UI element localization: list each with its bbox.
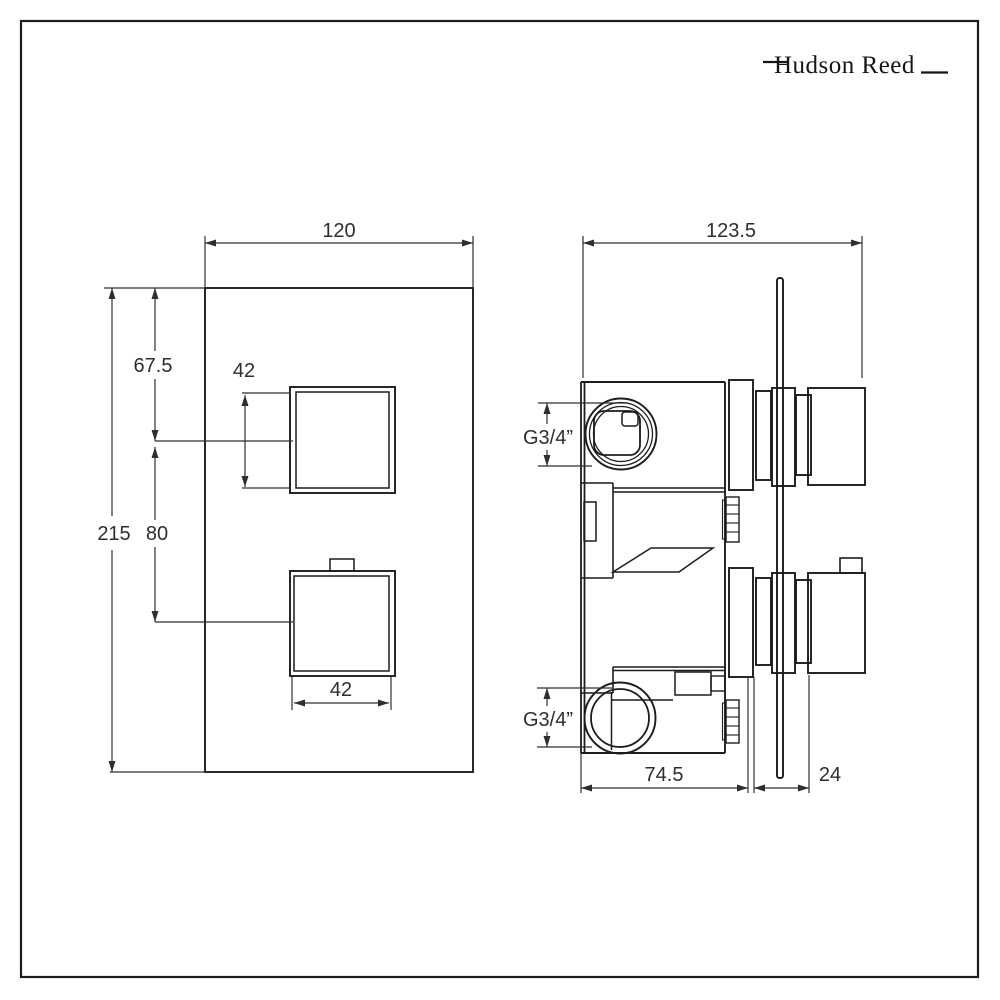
bottom-inlet-inner-ring	[590, 688, 650, 748]
connector-body	[725, 699, 740, 744]
top-handle-front-outer	[289, 386, 396, 494]
dim-label-plate-width: 120	[322, 220, 355, 242]
front-view-dimensions	[104, 236, 474, 773]
top-handle-side	[807, 387, 866, 486]
dim-label-bottom-handle-size: 42	[330, 679, 352, 701]
dim-label-top-inlet-thread: G3/4”	[523, 427, 573, 449]
top-cartridge-stem	[755, 390, 772, 481]
dim-label-body-depth: 74.5	[645, 764, 684, 786]
top-handle-stem	[795, 394, 812, 476]
dim-label-handle-depth: 24	[819, 764, 841, 786]
bottom-handle-side-tab	[839, 557, 863, 574]
bottom-cartridge-stem	[755, 577, 772, 666]
front-view	[204, 287, 474, 773]
top-inlet-port	[584, 397, 658, 471]
internal-block	[710, 675, 726, 692]
bottom-handle-front-inner	[293, 575, 390, 672]
front-view-labels: 120 215 67.5 80 42 42	[97, 220, 355, 701]
section-cut-parallelogram	[610, 547, 716, 573]
logo-text: Hudson Reed	[774, 52, 915, 79]
brand-logo: Hudson Reed	[763, 52, 948, 79]
dim-label-top-handle-size: 42	[233, 360, 255, 382]
ribbed-connector-bottom	[721, 699, 740, 744]
bottom-handle-stem	[795, 579, 812, 664]
connector-body	[725, 496, 740, 543]
dim-label-top-offset: 67.5	[134, 355, 173, 377]
dim-label-handle-spacing: 80	[146, 523, 168, 545]
bottom-handle-side	[807, 572, 866, 674]
top-cartridge-assembly	[728, 379, 866, 491]
dim-label-total-depth: 123.5	[706, 220, 756, 242]
bottom-handle-front-tab	[329, 558, 355, 572]
wall-plate-edge	[776, 277, 784, 779]
top-inlet-key-notch	[621, 411, 639, 427]
dim-label-plate-height: 215	[97, 523, 130, 545]
ribbed-connector-mid	[721, 496, 740, 543]
side-view-dimensions	[537, 236, 863, 793]
top-inlet-outer-ring	[584, 397, 658, 471]
bracket-tab	[583, 501, 597, 542]
valve-plate-front	[204, 287, 474, 773]
top-handle-front-inner	[295, 391, 390, 489]
dim-label-bottom-inlet-thread: G3/4”	[523, 709, 573, 731]
bottom-cartridge-assembly	[728, 557, 866, 678]
page-border	[19, 19, 980, 979]
side-view	[580, 277, 866, 779]
bottom-inlet-port	[583, 681, 673, 755]
valve-body-side	[580, 381, 726, 754]
bottom-inlet-outer-ring	[583, 681, 657, 755]
bottom-handle-front-outer	[289, 570, 396, 677]
internal-block	[674, 671, 712, 696]
top-inlet-opening	[593, 410, 641, 456]
side-view-labels: 123.5 G3/4” G3/4” 74.5 24	[523, 220, 841, 786]
top-cartridge-collar	[728, 379, 754, 491]
bottom-cartridge-collar	[728, 567, 754, 678]
